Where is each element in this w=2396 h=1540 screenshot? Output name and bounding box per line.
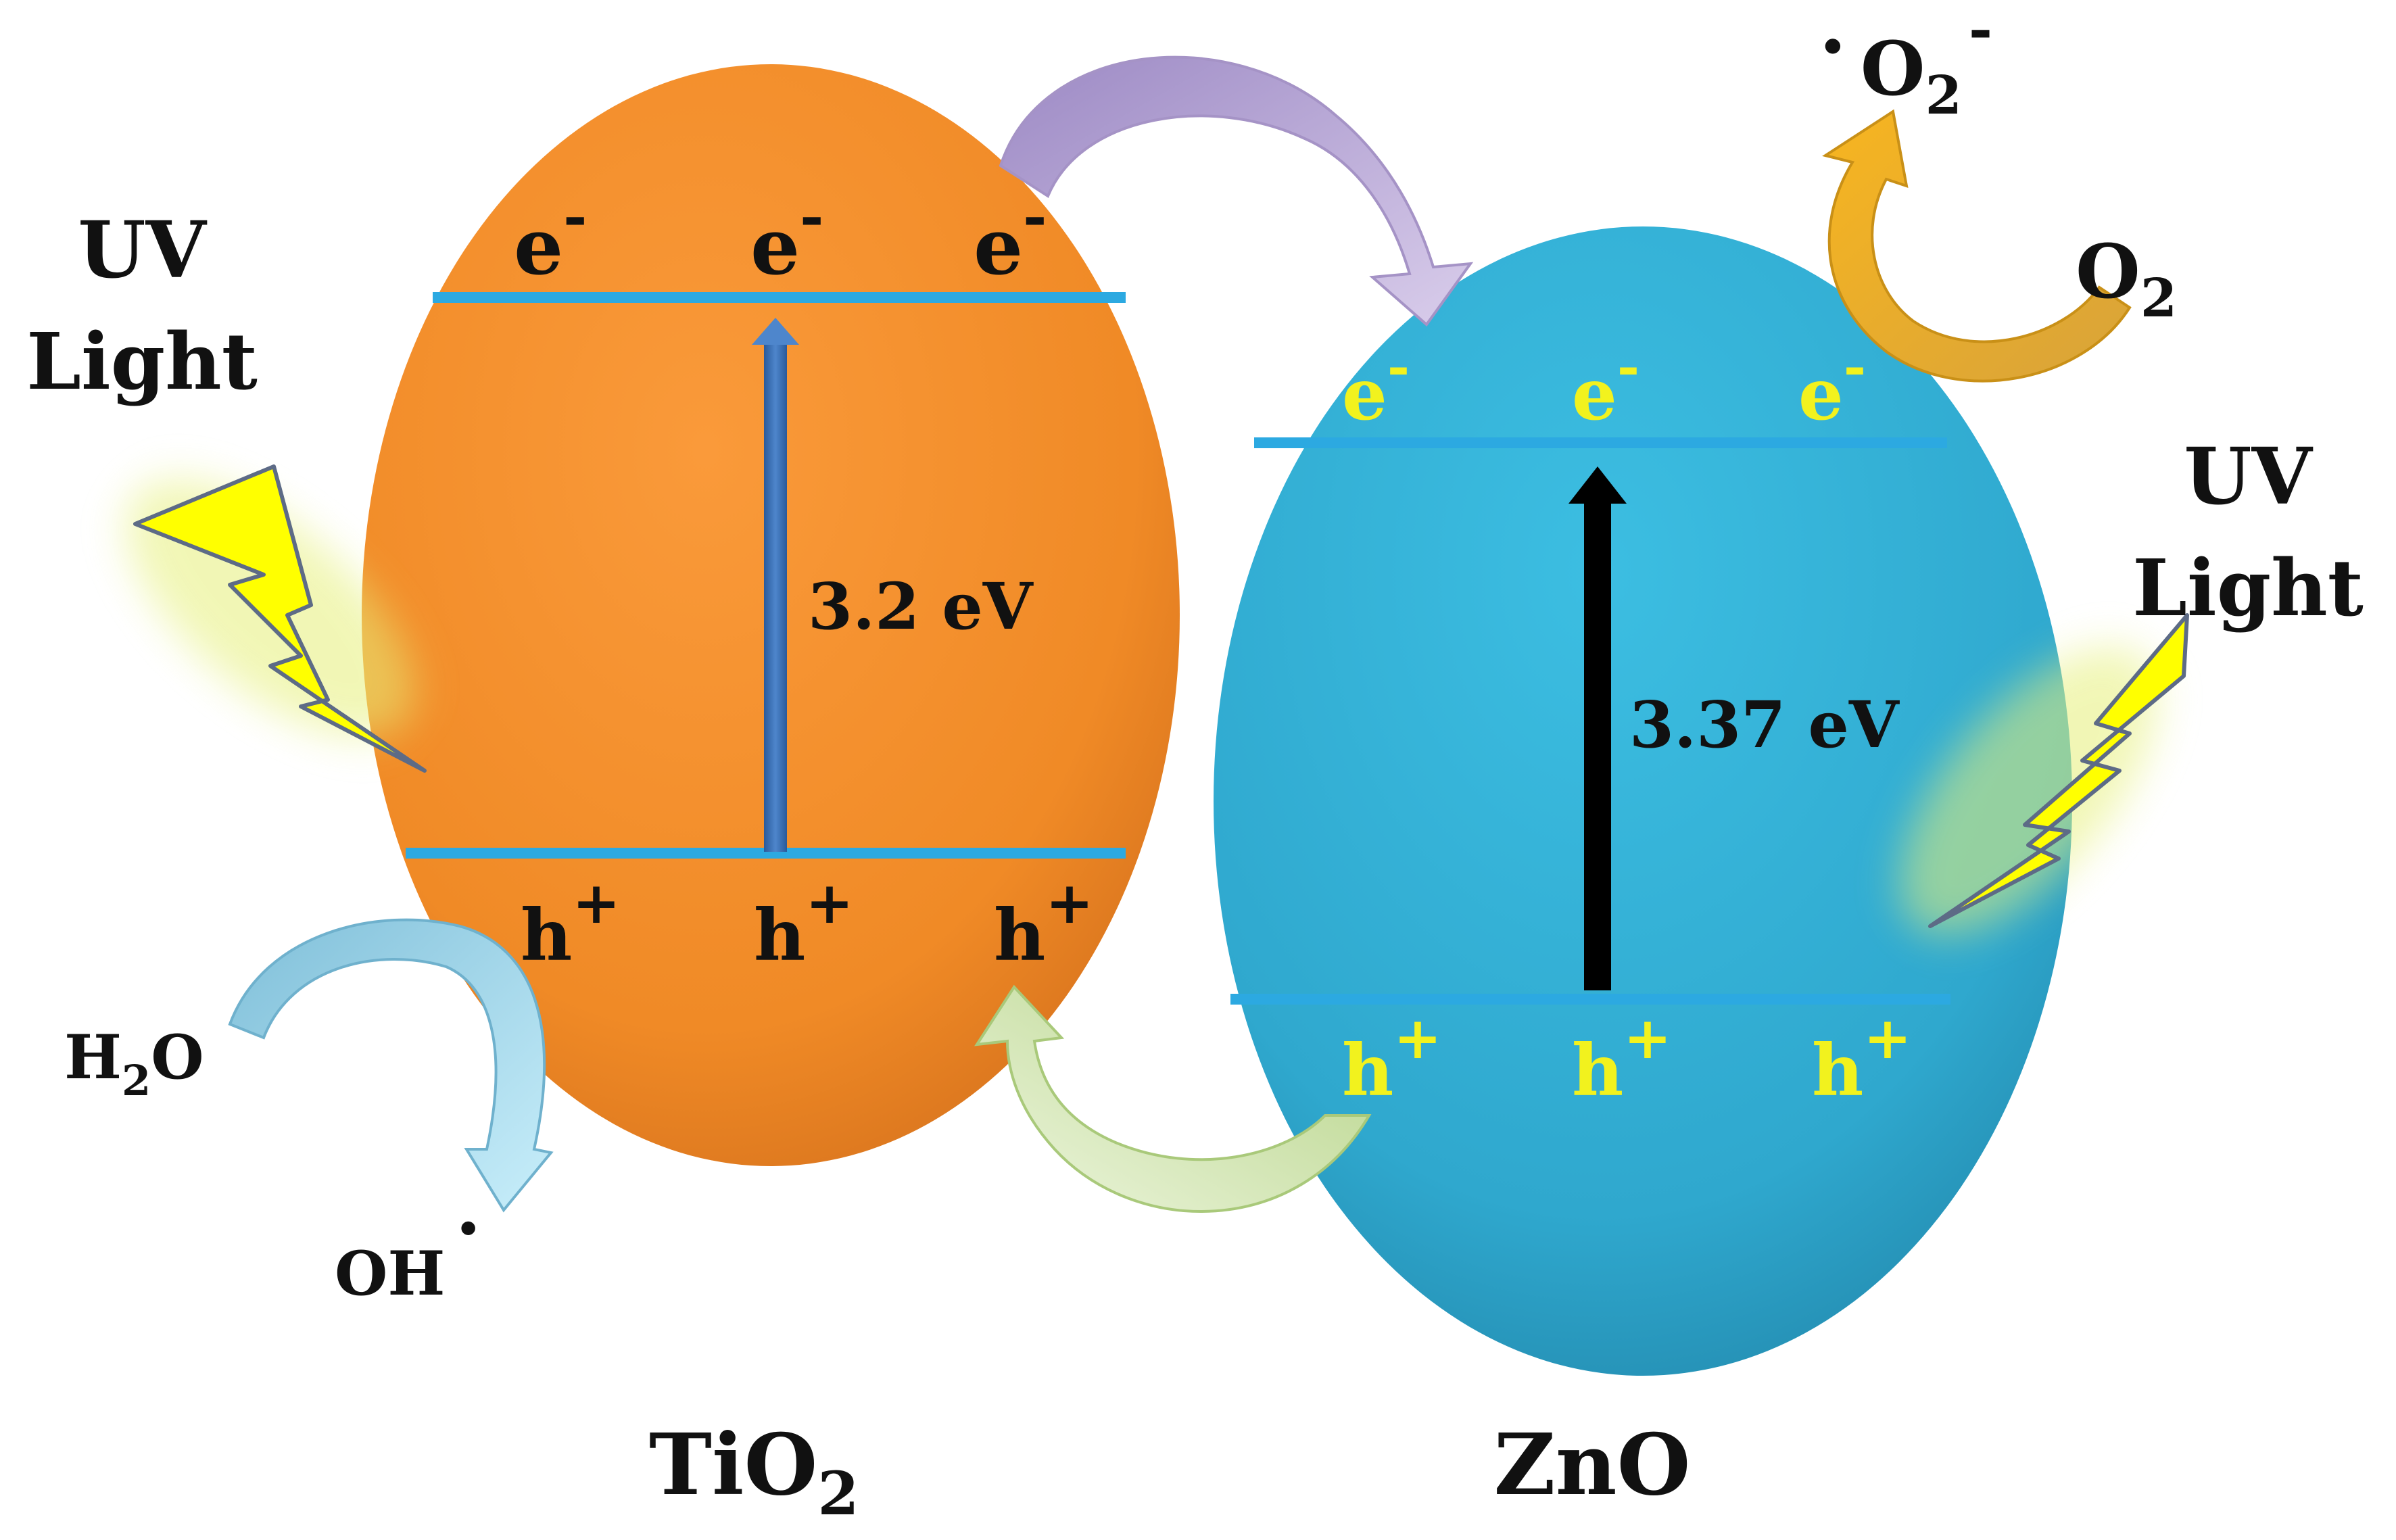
zno-hole: h+: [1572, 1005, 1672, 1112]
uv-light-left-bolt: [126, 464, 427, 773]
tio2-excitation-arrow: [752, 318, 799, 852]
uv-light-left-label-line1: UV: [78, 205, 207, 296]
electron-transfer-arrow: [999, 55, 1474, 327]
zno-label: ZnO: [1493, 1416, 1690, 1514]
zno-electron: e-: [1798, 335, 1866, 436]
uv-light-left-label-line2: Light: [26, 316, 258, 408]
uv-light-right-label-line1: UV: [2184, 431, 2313, 523]
tio2-hole: h+: [754, 869, 854, 977]
hydroxyl-radical-label: OH·: [335, 1184, 481, 1309]
zno-hole: h+: [1342, 1005, 1442, 1112]
tio2-hole: h+: [994, 869, 1094, 977]
uv-light-right-label-line2: Light: [2132, 543, 2364, 634]
tio2-electron: e-: [750, 183, 823, 293]
oxygen-reduction-arrow: [1822, 109, 2132, 383]
zno-hole: h+: [1812, 1005, 1912, 1112]
tio2-hole: h+: [521, 869, 621, 977]
tio2-bandgap-label: 3.2 eV: [808, 569, 1034, 644]
zno-electron: e-: [1342, 335, 1410, 436]
water-oxidation-arrow: [228, 918, 554, 1213]
tio2-label: TiO2: [649, 1416, 859, 1529]
zno-bandgap-label: 3.37 eV: [1629, 688, 1900, 763]
h2o-label: H2O: [64, 1021, 204, 1105]
o2-label: O2: [2076, 228, 2177, 329]
tio2-electron: e-: [514, 183, 587, 293]
hole-transfer-arrow: [974, 984, 1372, 1213]
superoxide-radical-label: ·O2-: [1819, 0, 1992, 126]
zno-electron: e-: [1572, 335, 1639, 436]
uv-light-right-bolt: [1899, 613, 2189, 936]
tio2-electron: e-: [974, 183, 1047, 293]
zno-particle: [1214, 226, 2072, 1376]
zno-excitation-arrow: [1568, 466, 1627, 990]
